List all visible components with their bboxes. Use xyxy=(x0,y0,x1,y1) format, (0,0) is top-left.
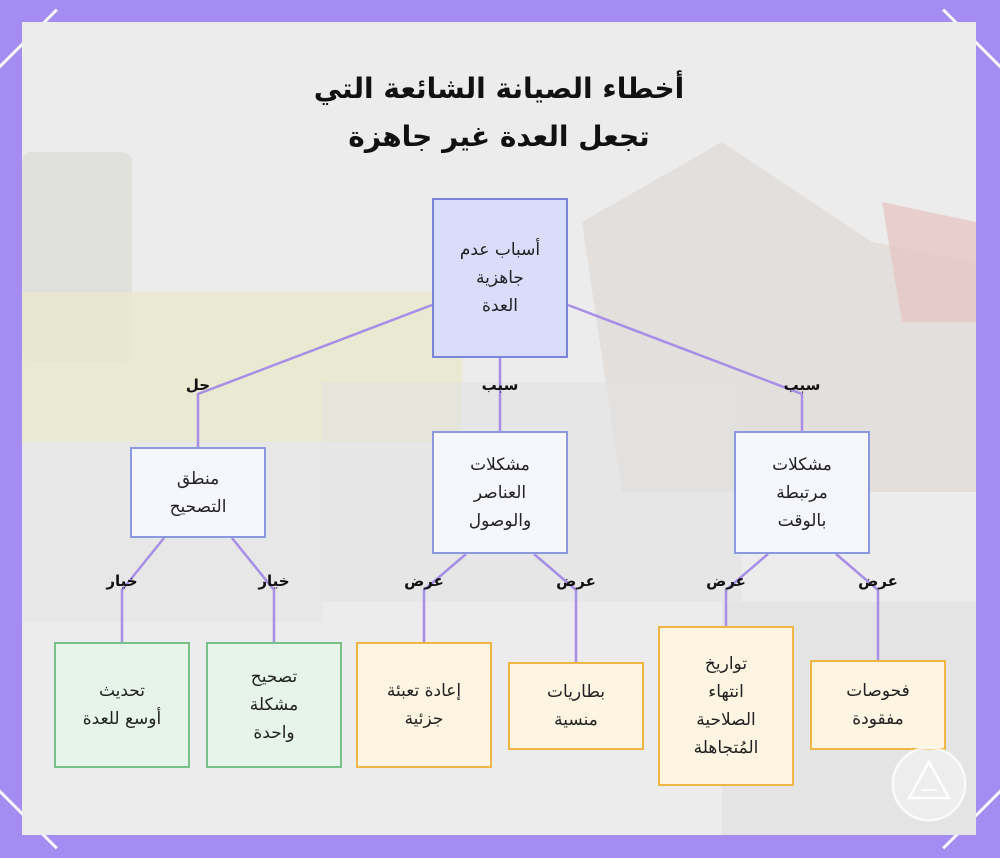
edge-label-solution: حل xyxy=(186,376,210,394)
brand-logo xyxy=(887,742,971,826)
edge-label-option-right: خيار xyxy=(258,572,289,590)
edge-items-to-batteries xyxy=(534,554,576,662)
node-items-access: مشكلات العناصر والوصول xyxy=(432,431,568,554)
edge-label-cause-middle: سبب xyxy=(482,376,519,394)
edge-label-display-expiry: عرض xyxy=(706,572,746,590)
edge-label-cause-right: سبب xyxy=(784,376,821,394)
edge-label-display-refill: عرض xyxy=(404,572,444,590)
node-single-fix: تصحيح مشكلة واحدة xyxy=(206,642,342,768)
node-time-related: مشكلات مرتبطة بالوقت xyxy=(734,431,870,554)
node-missed-checks: فحوصات مفقودة xyxy=(810,660,946,750)
node-partial-refill-label: إعادة تعبئة جزئية xyxy=(387,677,461,733)
node-items-access-label: مشكلات العناصر والوصول xyxy=(469,451,531,535)
edge-correction-to-single xyxy=(232,538,274,642)
node-correction-logic-label: منطق التصحيح xyxy=(170,465,227,521)
edge-label-display-checks: عرض xyxy=(858,572,898,590)
node-root-causes: أسباب عدم جاهزية العدة xyxy=(432,198,568,358)
diagram-canvas: أخطاء الصيانة الشائعة التي تجعل العدة غي… xyxy=(22,22,976,835)
edge-correction-to-broader xyxy=(122,538,164,642)
node-time-related-label: مشكلات مرتبطة بالوقت xyxy=(772,451,832,535)
node-forgotten-batteries-label: بطاريات منسية xyxy=(547,678,605,734)
node-ignored-expiry-label: تواريخ انتهاء الصلاحية المُتجاهلة xyxy=(694,650,759,762)
node-partial-refill: إعادة تعبئة جزئية xyxy=(356,642,492,768)
node-root-causes-label: أسباب عدم جاهزية العدة xyxy=(460,236,540,320)
node-forgotten-batteries: بطاريات منسية xyxy=(508,662,644,750)
edge-root-to-correction xyxy=(198,305,432,447)
edge-time-to-expiry xyxy=(726,554,768,626)
edge-time-to-checks xyxy=(836,554,878,660)
edge-label-display-batteries: عرض xyxy=(556,572,596,590)
node-missed-checks-label: فحوصات مفقودة xyxy=(846,677,910,733)
node-broader-update-label: تحديث أوسع للعدة xyxy=(83,677,161,733)
edge-items-to-refill xyxy=(424,554,466,642)
node-ignored-expiry: تواريخ انتهاء الصلاحية المُتجاهلة xyxy=(658,626,794,786)
node-broader-update: تحديث أوسع للعدة xyxy=(54,642,190,768)
edge-root-to-time xyxy=(568,305,802,431)
edge-label-option-left: خيار xyxy=(106,572,137,590)
node-correction-logic: منطق التصحيح xyxy=(130,447,266,538)
node-single-fix-label: تصحيح مشكلة واحدة xyxy=(250,663,298,747)
